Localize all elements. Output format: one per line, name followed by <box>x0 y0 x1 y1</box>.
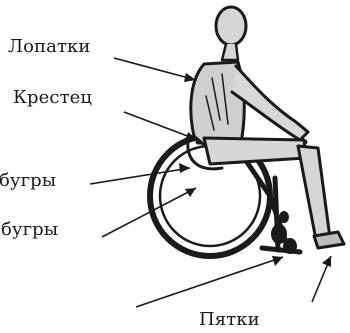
label-heels: Пятки <box>199 311 260 329</box>
label-shoulder-blades: Лопатки <box>8 38 91 56</box>
label-ischial-tuberosities-upper: бугры <box>0 172 56 190</box>
label-sacrum: Крестец <box>13 89 92 107</box>
label-ischial-tuberosities-lower: бугры <box>1 221 58 239</box>
